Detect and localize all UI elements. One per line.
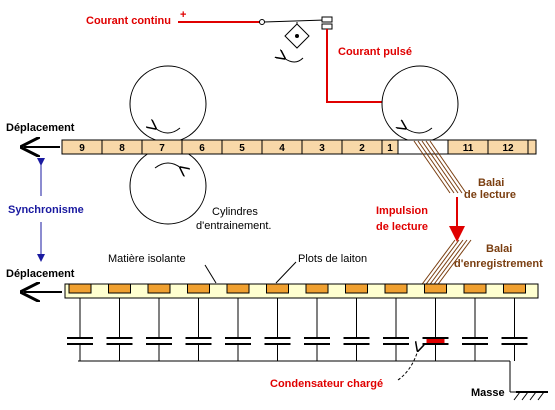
balai-lecture-label-2: de lecture: [464, 189, 516, 201]
tape-cell-number: 11: [463, 143, 474, 154]
cam-axis: [295, 34, 299, 38]
brass-plot: [147, 283, 171, 294]
reading-brush: [413, 140, 467, 194]
balai-enreg-label-1: Balai: [486, 243, 512, 255]
synchronisme-label: Synchronisme: [8, 204, 84, 216]
brass-plot: [384, 283, 408, 294]
brass-plot: [68, 283, 92, 294]
plots-laiton-leader: [275, 261, 297, 284]
right-drum-rotation-arrow: [405, 128, 433, 134]
balai-enreg-label-2: d'enregistrement: [454, 258, 543, 270]
impulsion-label-2: de lecture: [376, 221, 428, 233]
balai-lecture-label-1: Balai: [478, 177, 504, 189]
cylindres-label-2: d'entrainement.: [196, 220, 271, 232]
cylindres-label-1: Cylindres: [212, 206, 258, 218]
brass-plot: [187, 283, 210, 294]
brass-plots: [68, 283, 526, 294]
tape-cell-number: 9: [79, 143, 85, 154]
brass-plot: [108, 283, 131, 294]
capacitor-bank: [67, 298, 528, 361]
switch-arm: [263, 19, 326, 23]
tape-cell-number: 2: [359, 143, 365, 154]
tape-cell-number: 1: [387, 143, 393, 154]
right-drum: [381, 65, 459, 143]
brass-plot: [503, 283, 526, 294]
lower-left-rotation-arrow: [154, 162, 181, 168]
courant-continu-label: Courant continu: [86, 15, 171, 27]
brass-plot: [463, 283, 487, 294]
brass-plot: [266, 283, 289, 294]
tape-end: [527, 139, 537, 155]
courant-pulse-label: Courant pulsé: [338, 46, 412, 58]
tape-cell-number: 5: [239, 143, 245, 154]
matiere-isolante-label: Matière isolante: [108, 253, 186, 265]
tape-cell-number: 4: [279, 143, 285, 154]
impulsion-label-1: Impulsion: [376, 205, 428, 217]
upper-left-cylinder: [129, 65, 207, 143]
upper-left-rotation-arrow: [155, 128, 181, 134]
brass-plot: [345, 283, 368, 294]
lower-left-cylinder: [129, 147, 207, 225]
ground-icon: [510, 391, 548, 401]
tape-cell-number: 3: [319, 143, 325, 154]
deplacement-top-label: Déplacement: [6, 122, 75, 134]
brass-plot: [424, 283, 447, 294]
charged-capacitor-fill: [426, 339, 445, 343]
deplacement-bottom-label: Déplacement: [6, 268, 75, 280]
tape-cell-number: 8: [119, 143, 125, 154]
recording-brush: [419, 239, 472, 288]
tape-cell-number: 12: [502, 143, 514, 154]
insulator-strip: [64, 283, 539, 299]
condensateur-pointer: [397, 350, 418, 381]
condensateur-label: Condensateur chargé: [270, 378, 383, 390]
contact-top: [321, 16, 333, 23]
brass-plot: [226, 283, 250, 294]
matiere-isolante-leader: [204, 264, 217, 284]
masse-label: Masse: [471, 387, 505, 399]
plus-sign: +: [180, 9, 186, 21]
tape-cell-number: 7: [159, 143, 165, 154]
tape-cell-number: 6: [199, 143, 205, 154]
switch-pivot: [259, 19, 265, 25]
plots-laiton-label: Plots de laiton: [298, 253, 367, 265]
brass-plot: [305, 283, 329, 294]
contact-bottom: [321, 23, 333, 30]
cam-rotation-arrow: [284, 58, 304, 63]
